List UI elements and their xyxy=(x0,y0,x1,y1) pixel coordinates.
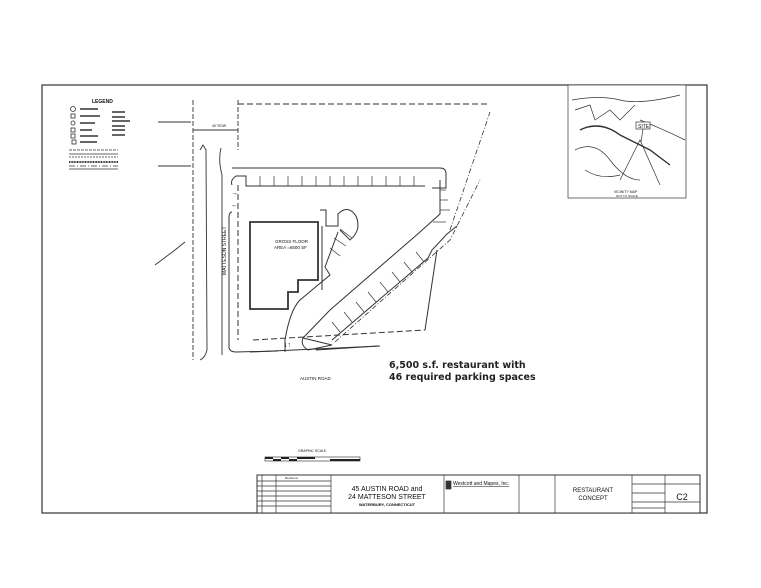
svg-text:←: ← xyxy=(231,202,238,209)
building-label-2: AREA =6500 SF xyxy=(274,245,307,250)
legend-title: LEGEND xyxy=(92,99,113,105)
building-label-1: GROSS FLOOR xyxy=(275,239,309,244)
sheet-number: C2 xyxy=(676,492,688,502)
site-note-line-2: 46 required parking spaces xyxy=(389,372,536,383)
legend: LEGEND xyxy=(69,99,130,170)
vicinity-map: SITE VICINITY MAP NOT TO SCALE xyxy=(567,84,687,199)
drawing-title-1: RESTAURANT xyxy=(573,488,614,494)
site-note-line-1: 6,500 s.f. restaurant with xyxy=(389,360,526,371)
project-title-1: 45 AUSTIN ROAD and xyxy=(352,486,423,493)
drawing-title-2: CONCEPT xyxy=(578,496,608,502)
vicinity-site-label: SITE xyxy=(638,124,650,130)
graphic-scale: GRAPHIC SCALE xyxy=(264,449,361,462)
street-label-austin: AUSTIN ROAD xyxy=(300,376,332,381)
graphic-scale-title: GRAPHIC SCALE xyxy=(298,449,327,453)
site-layout: → ← GROSS FLOOR AREA =6500 SF ↓↑ AUSTIN … xyxy=(228,103,491,381)
svg-text:40' ROW: 40' ROW xyxy=(212,124,227,128)
title-block xyxy=(256,474,701,514)
matteson-street: 40' ROW MATTESON STREET xyxy=(154,100,239,361)
svg-text:↓↑: ↓↑ xyxy=(284,342,291,349)
project-location: WATERBURY, CONNECTICUT xyxy=(359,502,416,507)
vicinity-caption: VICINITY MAP xyxy=(614,190,638,194)
street-label-matteson: MATTESON STREET xyxy=(222,226,228,275)
firm-name: Westcott and Mapes, Inc. xyxy=(453,481,509,487)
vicinity-subcaption: NOT TO SCALE xyxy=(616,194,638,198)
svg-text:→: → xyxy=(231,190,238,197)
project-title-2: 24 MATTESON STREET xyxy=(348,494,426,501)
revisions-header: Revisions xyxy=(285,476,299,480)
